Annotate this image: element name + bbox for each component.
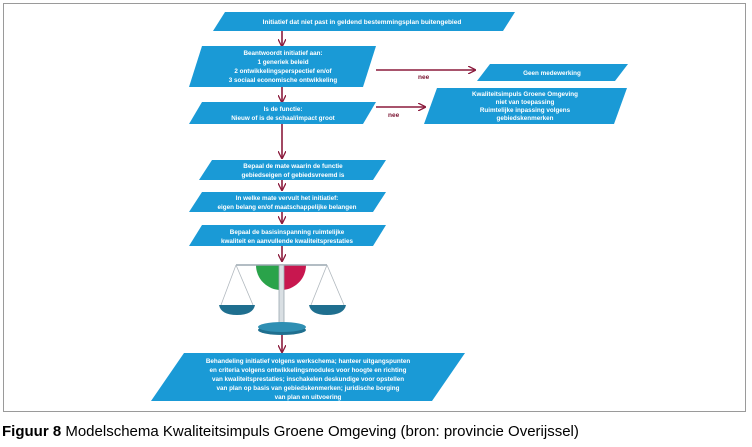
figure-caption: Figuur 8 Modelschema Kwaliteitsimpuls Gr… <box>2 423 750 440</box>
no-cooperation-text: Geen medewerking <box>523 70 581 77</box>
step5-line-2: kwaliteit en aanvullende kwaliteitsprest… <box>221 238 353 245</box>
box-step-4: In welke mate vervult het initiatief: ei… <box>189 192 386 212</box>
box-initiative: Initiatief dat niet past in geldend best… <box>213 12 515 31</box>
box-no-cooperation: Geen medewerking <box>477 64 628 81</box>
q1-line-2: 1 generiek beleid <box>257 59 308 66</box>
balance-scale-icon <box>219 264 346 335</box>
bottom-line-2: en criteria volgens ontwikkelingsmodules… <box>210 367 407 374</box>
step3-line-1: Bepaal de mate waarin de functie <box>243 163 343 170</box>
q2-line-2: Nieuw of is de schaal/impact groot <box>231 115 335 122</box>
nee-label-2: nee <box>388 112 400 119</box>
box-not-applicable: Kwaliteitsimpuls Groene Omgeving niet va… <box>424 88 627 124</box>
box-question-1: Beantwoordt initiatief aan: 1 generiek b… <box>189 46 376 87</box>
bottom-line-5: van plan en uitvoering <box>275 394 342 401</box>
caption-figure-number: Figuur 8 <box>2 423 62 440</box>
step3-line-2: gebiedseigen of gebiedsvreemd is <box>242 172 345 179</box>
bottom-line-4: van plan op basis van gebiedskenmerken; … <box>216 385 399 392</box>
step4-line-2: eigen belang en/of maatschappelijke bela… <box>218 204 357 211</box>
step4-line-1: In welke mate vervult het initiatief: <box>236 195 339 202</box>
q1-line-3: 2 ontwikkelingsperspectief en/of <box>234 68 332 75</box>
na-line-1: Kwaliteitsimpuls Groene Omgeving <box>472 91 578 98</box>
q1-line-4: 3 sociaal economische ontwikkeling <box>229 77 338 84</box>
box-treatment: Behandeling initiatief volgens werkschem… <box>151 353 465 401</box>
box-step-3: Bepaal de mate waarin de functie gebieds… <box>199 160 386 180</box>
bottom-line-1: Behandeling initiatief volgens werkschem… <box>206 358 410 365</box>
box-step-5: Bepaal de basisinspanning ruimtelijke kw… <box>189 225 386 246</box>
step5-line-1: Bepaal de basisinspanning ruimtelijke <box>230 229 345 236</box>
na-line-2: niet van toepassing <box>496 99 555 106</box>
na-line-3: Ruimtelijke inpassing volgens <box>480 107 571 114</box>
flow-diagram: nee nee Initiatief dat niet past in geld… <box>151 12 628 401</box>
q2-line-1: Is de functie: <box>264 106 303 113</box>
caption-text: Modelschema Kwaliteitsimpuls Groene Omge… <box>65 423 579 440</box>
box-question-2: Is de functie: Nieuw of is de schaal/imp… <box>189 102 376 124</box>
bottom-line-3: van kwaliteitsprestaties; inschakelen de… <box>212 376 404 383</box>
na-line-4: gebiedskenmerken <box>496 115 553 122</box>
box-initiative-text: Initiatief dat niet past in geldend best… <box>263 19 462 26</box>
connectors <box>282 31 475 352</box>
nee-label-1: nee <box>418 74 430 81</box>
q1-line-1: Beantwoordt initiatief aan: <box>243 50 322 57</box>
